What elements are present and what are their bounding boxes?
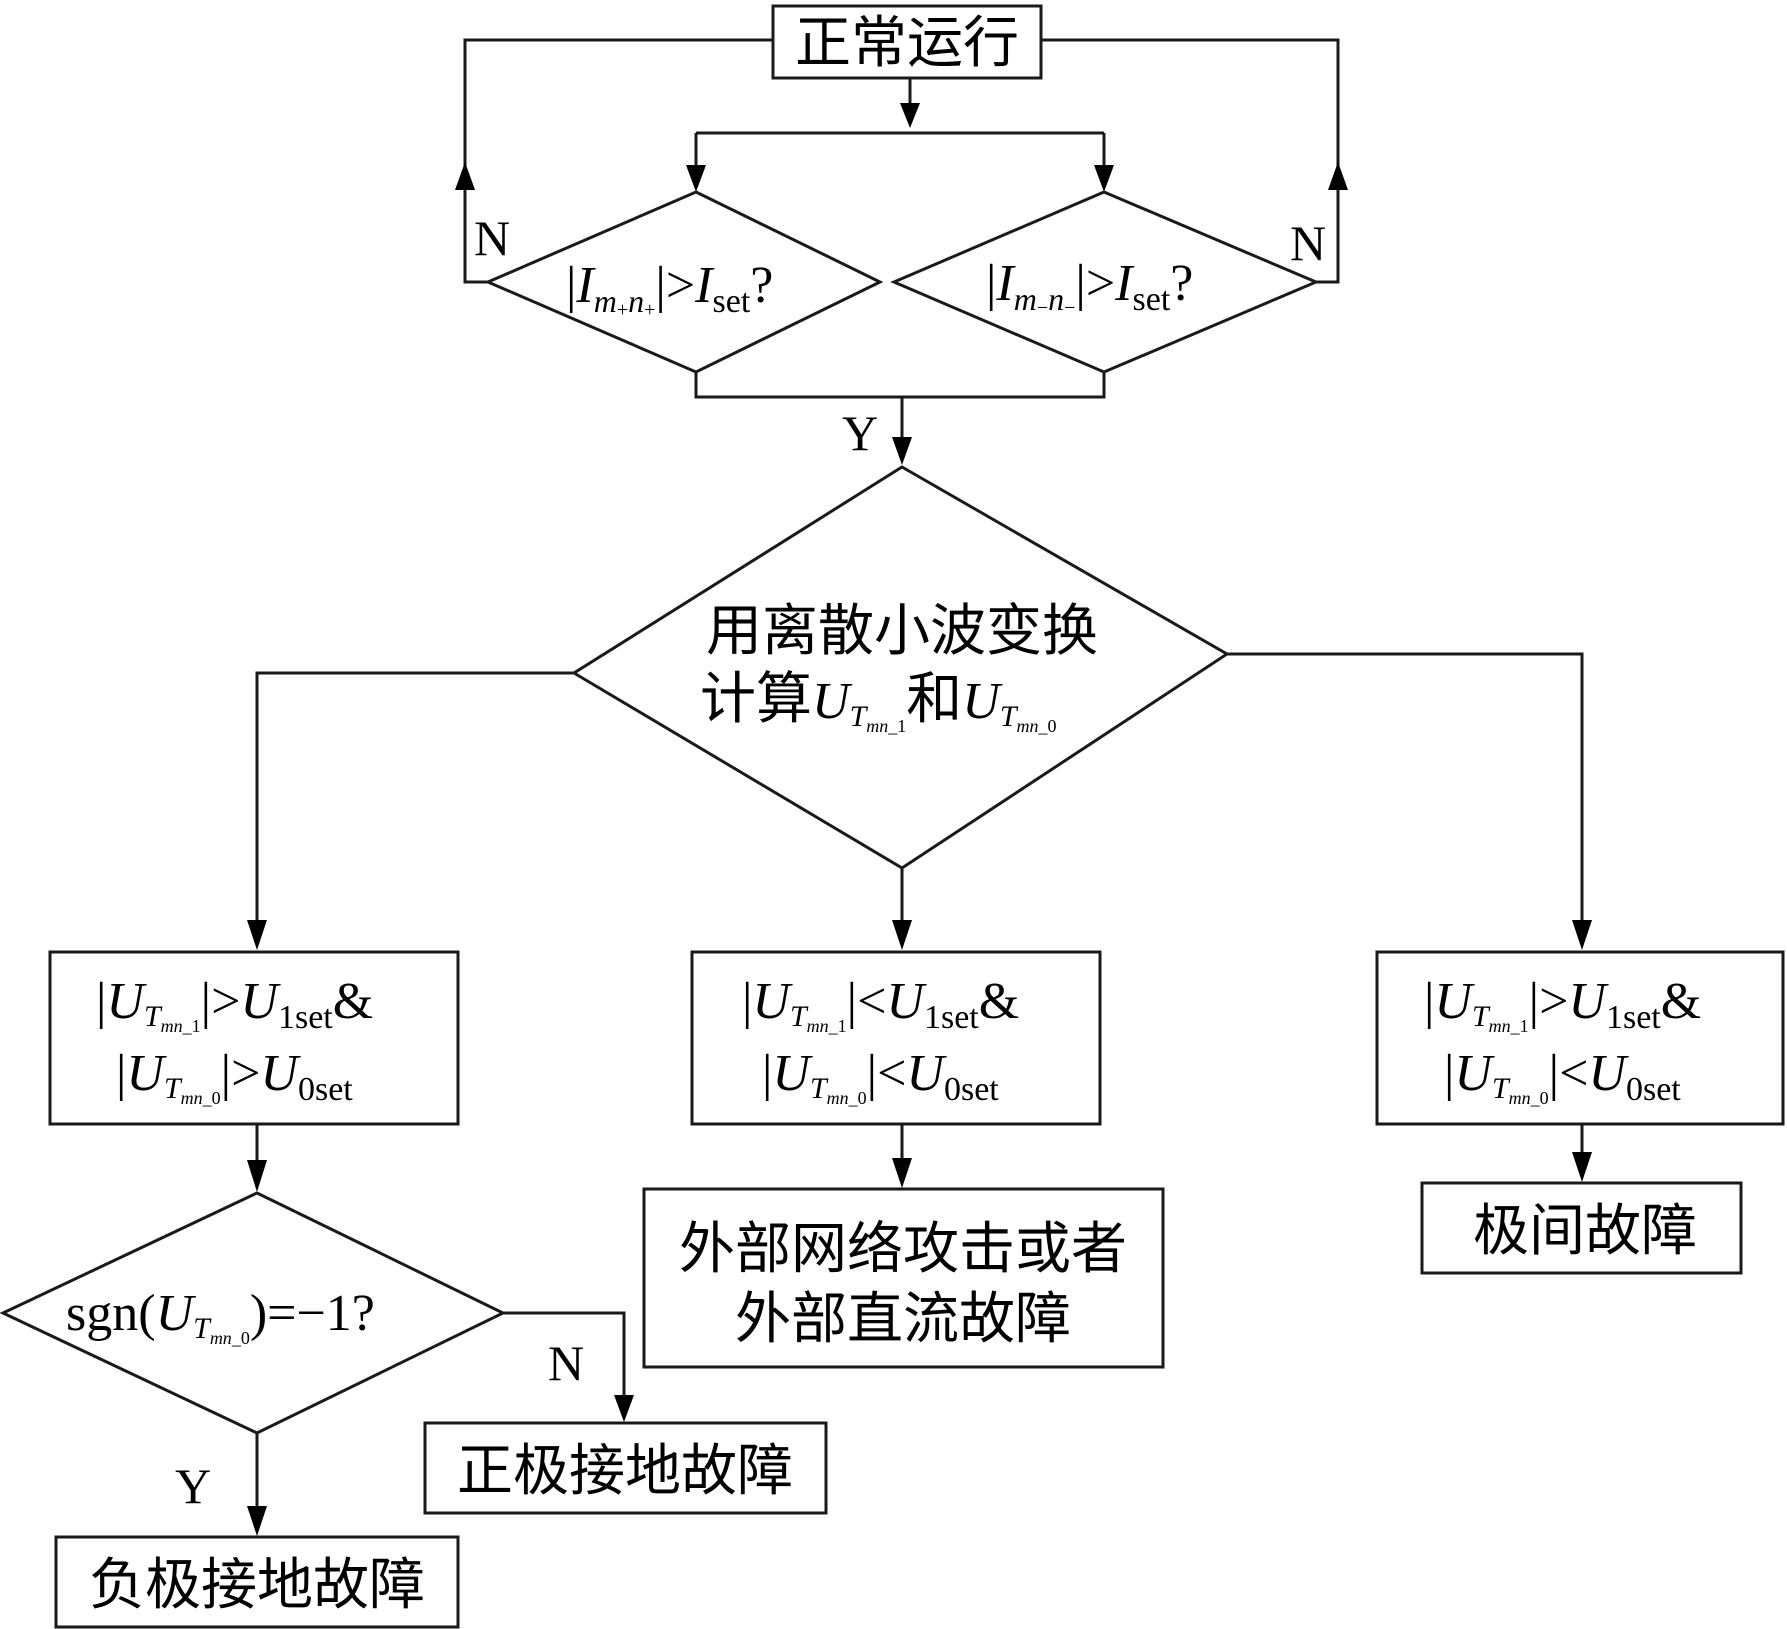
- arrowhead-right-down: [1572, 1152, 1592, 1182]
- arrowhead-left-down: [247, 1160, 267, 1192]
- label-n-right: N: [1290, 215, 1326, 271]
- arrowhead-branch-right: [1094, 165, 1114, 192]
- label-y-center: Y: [842, 405, 878, 461]
- result-external-line1: 外部网络攻击或者: [679, 1219, 1127, 1281]
- arrowhead-loop-left: [455, 162, 475, 190]
- result-box-positive-ground: [423, 1421, 828, 1515]
- arrowhead-branch-left: [686, 165, 706, 192]
- arrowhead-sgn-no: [614, 1395, 634, 1422]
- result-negative-ground: 负极接地故障: [89, 1555, 425, 1617]
- arrowhead-dwt-middle: [892, 920, 912, 950]
- decision-negative-text: |Im−n−|>Iset?: [986, 255, 1193, 319]
- result-box-external: [642, 1187, 1165, 1369]
- branch-sgn-no: [503, 1311, 626, 1395]
- label-n-sgn: N: [548, 1335, 584, 1391]
- sgn-text: sgn(UTmn_0)=−1?: [66, 1285, 375, 1348]
- result-external-line2: 外部直流故障: [735, 1289, 1071, 1351]
- result-box-negative-ground: [54, 1535, 460, 1629]
- branch-dwt-right: [1227, 652, 1584, 922]
- arrowhead-middle-down: [892, 1158, 912, 1188]
- label-n-left: N: [474, 210, 510, 266]
- decision-dwt: [571, 465, 1230, 870]
- decision-positive-text: |Im+n+|>Iset?: [566, 257, 773, 321]
- condition-right-line2: |UTmn_0|<U0set: [1444, 1045, 1681, 1108]
- condition-box-middle: [690, 950, 1102, 1126]
- condition-middle-line1: |UTmn_1|<U1set&: [742, 973, 1019, 1036]
- start-label: 正常运行: [795, 13, 1019, 75]
- branch-dwt-left: [255, 671, 574, 922]
- loop-right-no: [1041, 38, 1340, 284]
- arrowhead-dwt-left: [247, 920, 267, 950]
- result-box-pole-to-pole: [1420, 1181, 1743, 1275]
- arrowhead-sgn-yes: [247, 1506, 267, 1536]
- arrowhead-start: [900, 103, 920, 128]
- condition-box-right: [1375, 950, 1785, 1126]
- condition-middle-line2: |UTmn_0|<U0set: [762, 1045, 999, 1108]
- arrowhead-merge: [892, 437, 912, 465]
- condition-left-line2: |UTmn_0|>U0set: [116, 1045, 353, 1108]
- condition-left-line1: |UTmn_1|>U1set&: [96, 973, 373, 1036]
- condition-box-left: [48, 950, 460, 1126]
- dwt-line1: 用离散小波变换: [706, 601, 1098, 663]
- loop-left-no: [463, 38, 773, 284]
- start-box: [771, 4, 1043, 80]
- dwt-line2: 计算UTmn_1和UTmn_0: [700, 669, 1057, 736]
- result-pole-to-pole: 极间故障: [1473, 1201, 1697, 1263]
- arrowhead-loop-right: [1328, 162, 1348, 190]
- condition-right-line1: |UTmn_1|>U1set&: [1424, 973, 1701, 1036]
- merge-yes: [694, 372, 1106, 399]
- label-y-sgn: Y: [175, 1458, 211, 1514]
- arrowhead-dwt-right: [1572, 920, 1592, 950]
- result-positive-ground: 正极接地故障: [457, 1441, 793, 1503]
